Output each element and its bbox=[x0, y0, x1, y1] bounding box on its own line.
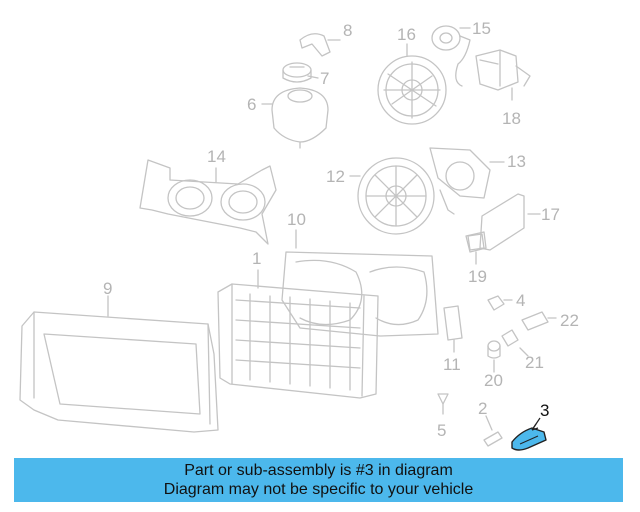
exploded-parts-diagram bbox=[19, 25, 557, 451]
callout-12: 12 bbox=[326, 167, 345, 186]
part-3-highlighted-bracket bbox=[511, 417, 547, 451]
part-15-motor bbox=[431, 25, 471, 87]
part-19-switch bbox=[467, 233, 485, 265]
banner-line-part-number: Part or sub-assembly is #3 in diagram bbox=[184, 462, 453, 479]
part-2-clamp bbox=[483, 415, 503, 447]
callout-16: 16 bbox=[397, 25, 416, 44]
callout-2: 2 bbox=[478, 399, 488, 418]
part-21-sensor bbox=[501, 329, 529, 357]
part-16-fan bbox=[377, 43, 447, 125]
callout-9: 9 bbox=[103, 279, 113, 298]
callout-20: 20 bbox=[484, 371, 503, 390]
part-14-fan-shroud bbox=[139, 159, 277, 245]
callout-19: 19 bbox=[468, 267, 487, 286]
callout-11: 11 bbox=[443, 355, 461, 374]
callout-17: 17 bbox=[541, 205, 560, 224]
callout-14: 14 bbox=[207, 147, 226, 166]
callout-21: 21 bbox=[525, 353, 544, 372]
part-10-shroud bbox=[281, 229, 439, 337]
callout-13: 13 bbox=[507, 152, 526, 171]
part-1-radiator bbox=[217, 269, 379, 399]
part-5-pin bbox=[437, 393, 449, 415]
callout-8: 8 bbox=[343, 21, 353, 40]
callout-10: 10 bbox=[287, 210, 306, 229]
part-18-control-unit bbox=[475, 49, 531, 101]
callout-4: 4 bbox=[516, 291, 526, 310]
banner-line-disclaimer: Diagram may not be specific to your vehi… bbox=[163, 481, 474, 498]
part-20-plug bbox=[487, 340, 501, 373]
callout-7: 7 bbox=[320, 69, 330, 88]
part-13-bracket bbox=[429, 147, 505, 215]
callout-18: 18 bbox=[502, 109, 521, 128]
part-8-clip bbox=[299, 33, 341, 57]
part-7-cap bbox=[282, 62, 319, 83]
callout-5: 5 bbox=[437, 421, 447, 440]
callout-6: 6 bbox=[247, 95, 257, 114]
info-banner: Part or sub-assembly is #3 in diagram Di… bbox=[14, 458, 623, 502]
part-6-expansion-tank bbox=[261, 87, 329, 149]
callout-22: 22 bbox=[560, 311, 579, 330]
callout-1: 1 bbox=[252, 249, 262, 268]
part-11-bracket bbox=[443, 305, 463, 353]
part-17-bracket bbox=[465, 193, 541, 253]
part-22-connector bbox=[521, 311, 557, 331]
callout-3-highlighted: 3 bbox=[540, 401, 550, 420]
part-9-support-frame bbox=[19, 295, 219, 433]
part-12-fan-assembly bbox=[349, 157, 435, 235]
part-4-sensor bbox=[487, 295, 513, 311]
callout-15: 15 bbox=[472, 19, 491, 38]
